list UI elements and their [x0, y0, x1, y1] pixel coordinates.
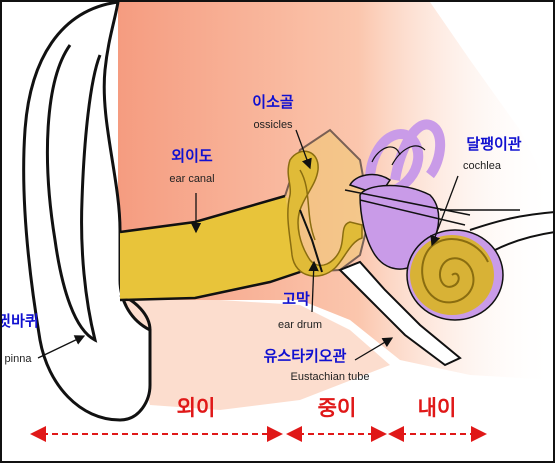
ossicles-label-korean: 이소골	[252, 93, 294, 111]
middle-ear-region-label: 중이	[318, 396, 357, 420]
skin-lower	[125, 300, 390, 410]
bony-outline	[469, 211, 555, 231]
ear-canal-lower-edge	[119, 270, 301, 302]
cochlea-label-korean: 달팽이관	[466, 135, 521, 153]
ear-canal-label-english: ear canal	[169, 173, 214, 185]
bony-outline-2	[494, 231, 555, 251]
eustachian-tube-label-korean: 유스타키오관	[264, 347, 347, 365]
inner-ear-region-label: 내이	[418, 396, 457, 420]
ear-drum-label-korean: 고막	[282, 290, 310, 308]
outer-ear-region-label: 외이	[177, 396, 216, 420]
eustachian-tube-label-english: Eustachian tube	[291, 371, 370, 383]
pinna-label-korean: 귓바퀴	[0, 312, 39, 330]
pinna-shape	[22, 0, 152, 422]
ossicles-detail	[299, 169, 316, 241]
pinna-label-english: pinna	[5, 353, 33, 365]
ossicles-shape	[287, 150, 363, 277]
ear-drum-label-english: ear drum	[278, 319, 322, 331]
ear-canal-upper-edge	[119, 194, 286, 234]
ossicles-label-english: ossicles	[253, 119, 293, 131]
ear-canal-label-korean: 외이도	[171, 147, 213, 165]
pinna-inner-fold	[45, 44, 102, 343]
eustachian-tube-shape	[338, 260, 462, 367]
cochlea-shape	[406, 229, 504, 321]
cochlea-label-english: cochlea	[463, 160, 502, 172]
ear-canal-shape	[120, 196, 300, 300]
